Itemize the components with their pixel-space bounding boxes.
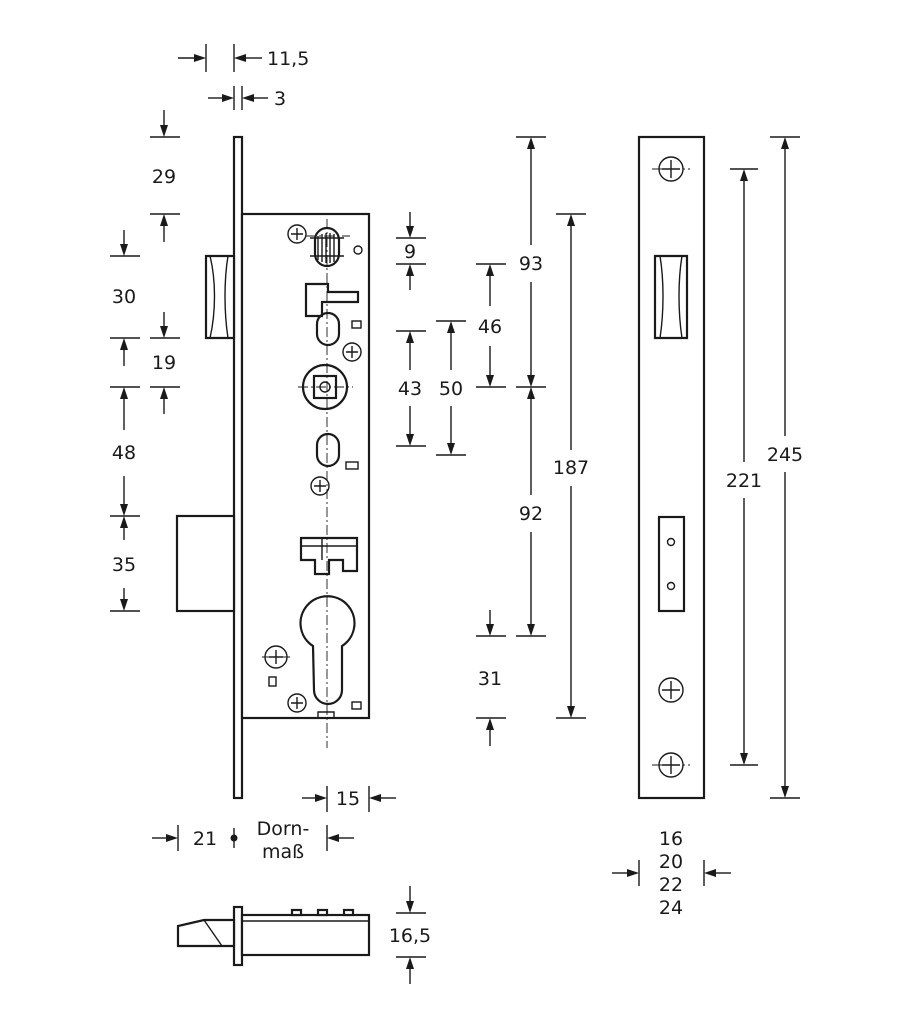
faceplate-front-view (637, 135, 706, 800)
dim-187: 187 (553, 457, 589, 479)
dim-221: 221 (726, 470, 762, 492)
dornmass-line-2: maß (262, 841, 304, 863)
bolt-opening (657, 515, 686, 613)
dim-19: 19 (152, 352, 176, 374)
dim-21: 21 (193, 828, 217, 850)
dim-9: 9 (404, 241, 416, 263)
dimension-lines (110, 44, 800, 984)
dim-11-5: 11,5 (267, 48, 309, 70)
dimension-labels: 11,5 3 29 30 19 48 35 9 46 43 50 93 92 1… (112, 48, 803, 947)
dim-93: 93 (519, 253, 543, 275)
screw-bottom-icon (287, 693, 307, 713)
faceplate-screw-mid-icon (658, 677, 684, 703)
dim-50: 50 (439, 378, 463, 400)
dim-92: 92 (519, 503, 543, 525)
cylinder-cutout (299, 595, 356, 706)
dim-245: 245 (767, 444, 803, 466)
dim-16-5: 16,5 (389, 925, 431, 947)
dim-43: 43 (398, 378, 422, 400)
faceplate-side (232, 135, 244, 800)
screw-top-icon (287, 224, 307, 244)
dim-29: 29 (152, 166, 176, 188)
faceplate-width-16: 16 (659, 828, 683, 850)
faceplate-width-20: 20 (659, 851, 683, 873)
dim-48: 48 (112, 442, 136, 464)
lock-bottom-view (176, 905, 371, 967)
dornmass-line-1: Dorn- (257, 818, 310, 840)
dim-31: 31 (478, 668, 502, 690)
lock-side-view (175, 135, 371, 800)
screw-mid-icon (310, 476, 330, 496)
dim-15: 15 (336, 788, 360, 810)
dim-46: 46 (478, 316, 502, 338)
dim-30: 30 (112, 286, 136, 308)
latch-opening (653, 254, 689, 340)
faceplate-width-24: 24 (659, 897, 683, 919)
dim-35: 35 (112, 554, 136, 576)
dead-bolt (175, 514, 236, 613)
faceplate-screw-bottom-icon (652, 752, 690, 778)
latch-bolt (204, 254, 236, 340)
screw-right-icon (342, 342, 362, 362)
dim-3: 3 (274, 88, 286, 110)
faceplate-width-22: 22 (659, 874, 683, 896)
faceplate-screw-top-icon (652, 156, 690, 182)
